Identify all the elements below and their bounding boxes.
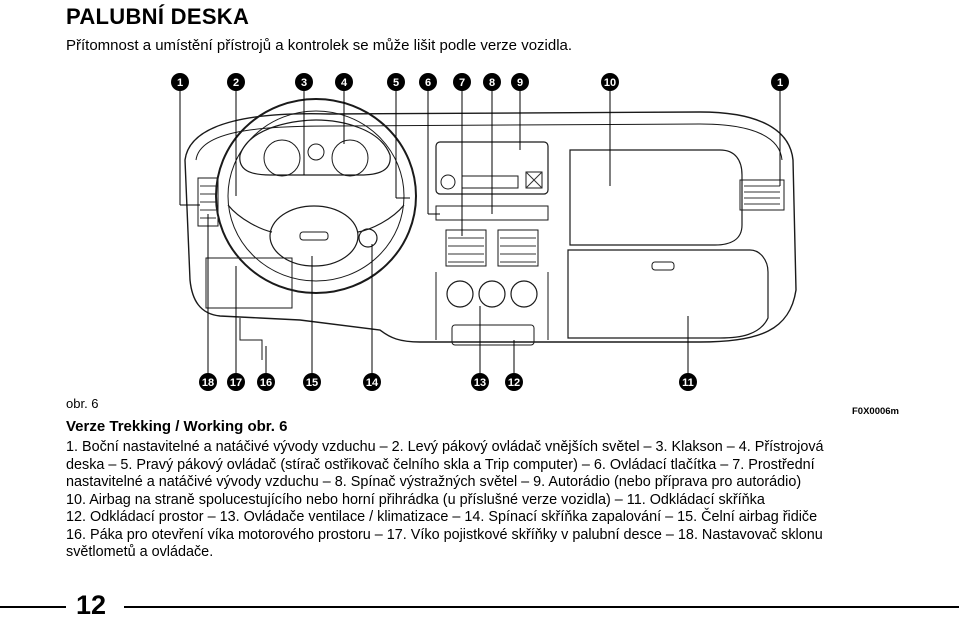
steering-wheel	[215, 98, 417, 294]
footer-rule-right	[124, 606, 959, 608]
callout-top-1: 1	[171, 73, 189, 91]
page-subtitle: Přítomnost a umístění přístrojů a kontro…	[66, 37, 573, 54]
svg-text:14: 14	[366, 377, 379, 389]
svg-text:13: 13	[474, 377, 486, 389]
right-side-vent	[739, 179, 785, 211]
callout-top-6: 6	[419, 73, 437, 91]
callout-bottom-13: 13	[471, 373, 489, 391]
passenger-airbag-area	[569, 149, 743, 246]
svg-text:12: 12	[508, 377, 520, 389]
svg-text:1: 1	[777, 77, 783, 89]
svg-text:15: 15	[306, 377, 318, 389]
footer-rule-left	[0, 606, 66, 608]
svg-text:6: 6	[425, 77, 431, 89]
svg-text:18: 18	[202, 377, 214, 389]
callout-bottom-12: 12	[505, 373, 523, 391]
svg-text:7: 7	[459, 77, 465, 89]
legend-line: nastavitelné a natáčivé vývody vzduchu –…	[66, 474, 802, 490]
legend-line: 10. Airbag na straně spolucestujícího ne…	[66, 491, 765, 508]
page-number: 12	[76, 590, 107, 620]
svg-text:9: 9	[517, 77, 523, 89]
version-heading: Verze Trekking / Working obr. 6	[66, 418, 288, 435]
legend-line: 1. Boční nastavitelné a natáčivé vývody …	[66, 439, 824, 455]
callout-bottom-11: 11	[679, 373, 697, 391]
legend-line: 16. Páka pro otevření víka motorového pr…	[66, 526, 823, 543]
callout-bottom-15: 15	[303, 373, 321, 391]
svg-text:11: 11	[682, 377, 694, 389]
callout-top-2: 2	[227, 73, 245, 91]
callout-bottom-14: 14	[363, 373, 381, 391]
callout-top-3: 3	[295, 73, 313, 91]
page-title: PALUBNÍ DESKA	[66, 4, 250, 29]
instrument-cluster	[239, 119, 391, 177]
svg-text:8: 8	[489, 77, 495, 89]
callout-top-9: 9	[511, 73, 529, 91]
legend-line: deska – 5. Pravý pákový ovládač (stírač …	[66, 456, 815, 473]
svg-text:17: 17	[230, 377, 242, 389]
figure-caption: obr. 6	[66, 396, 99, 411]
callout-top-8: 8	[483, 73, 501, 91]
svg-text:16: 16	[260, 377, 272, 389]
callout-bottom-17: 17	[227, 373, 245, 391]
callout-top-10: 10	[601, 73, 619, 91]
callout-top-7: 7	[453, 73, 471, 91]
dashboard-illustration: 1 2 3 4 5 6 7 8 9 10 1 18 17 16 15 14 13…	[171, 73, 797, 391]
svg-text:5: 5	[393, 77, 399, 89]
callout-bottom-18: 18	[199, 373, 217, 391]
legend-line: 12. Odkládací prostor – 13. Ovládače ven…	[66, 509, 818, 525]
svg-text:10: 10	[604, 77, 616, 89]
glove-box	[567, 249, 769, 339]
svg-text:3: 3	[301, 77, 307, 89]
svg-text:1: 1	[177, 77, 183, 89]
fuse-box-cover	[205, 257, 293, 309]
figure-code: F0X0006m	[852, 406, 900, 417]
callout-top-1-right: 1	[771, 73, 789, 91]
legend-text: 1. Boční nastavitelné a natáčivé vývody …	[66, 439, 946, 562]
legend-line: světlometů a ovládače.	[66, 544, 214, 560]
callout-top-5: 5	[387, 73, 405, 91]
svg-text:4: 4	[341, 77, 348, 89]
callout-bottom-16: 16	[257, 373, 275, 391]
callout-top-4: 4	[335, 73, 353, 91]
svg-text:2: 2	[233, 77, 239, 89]
